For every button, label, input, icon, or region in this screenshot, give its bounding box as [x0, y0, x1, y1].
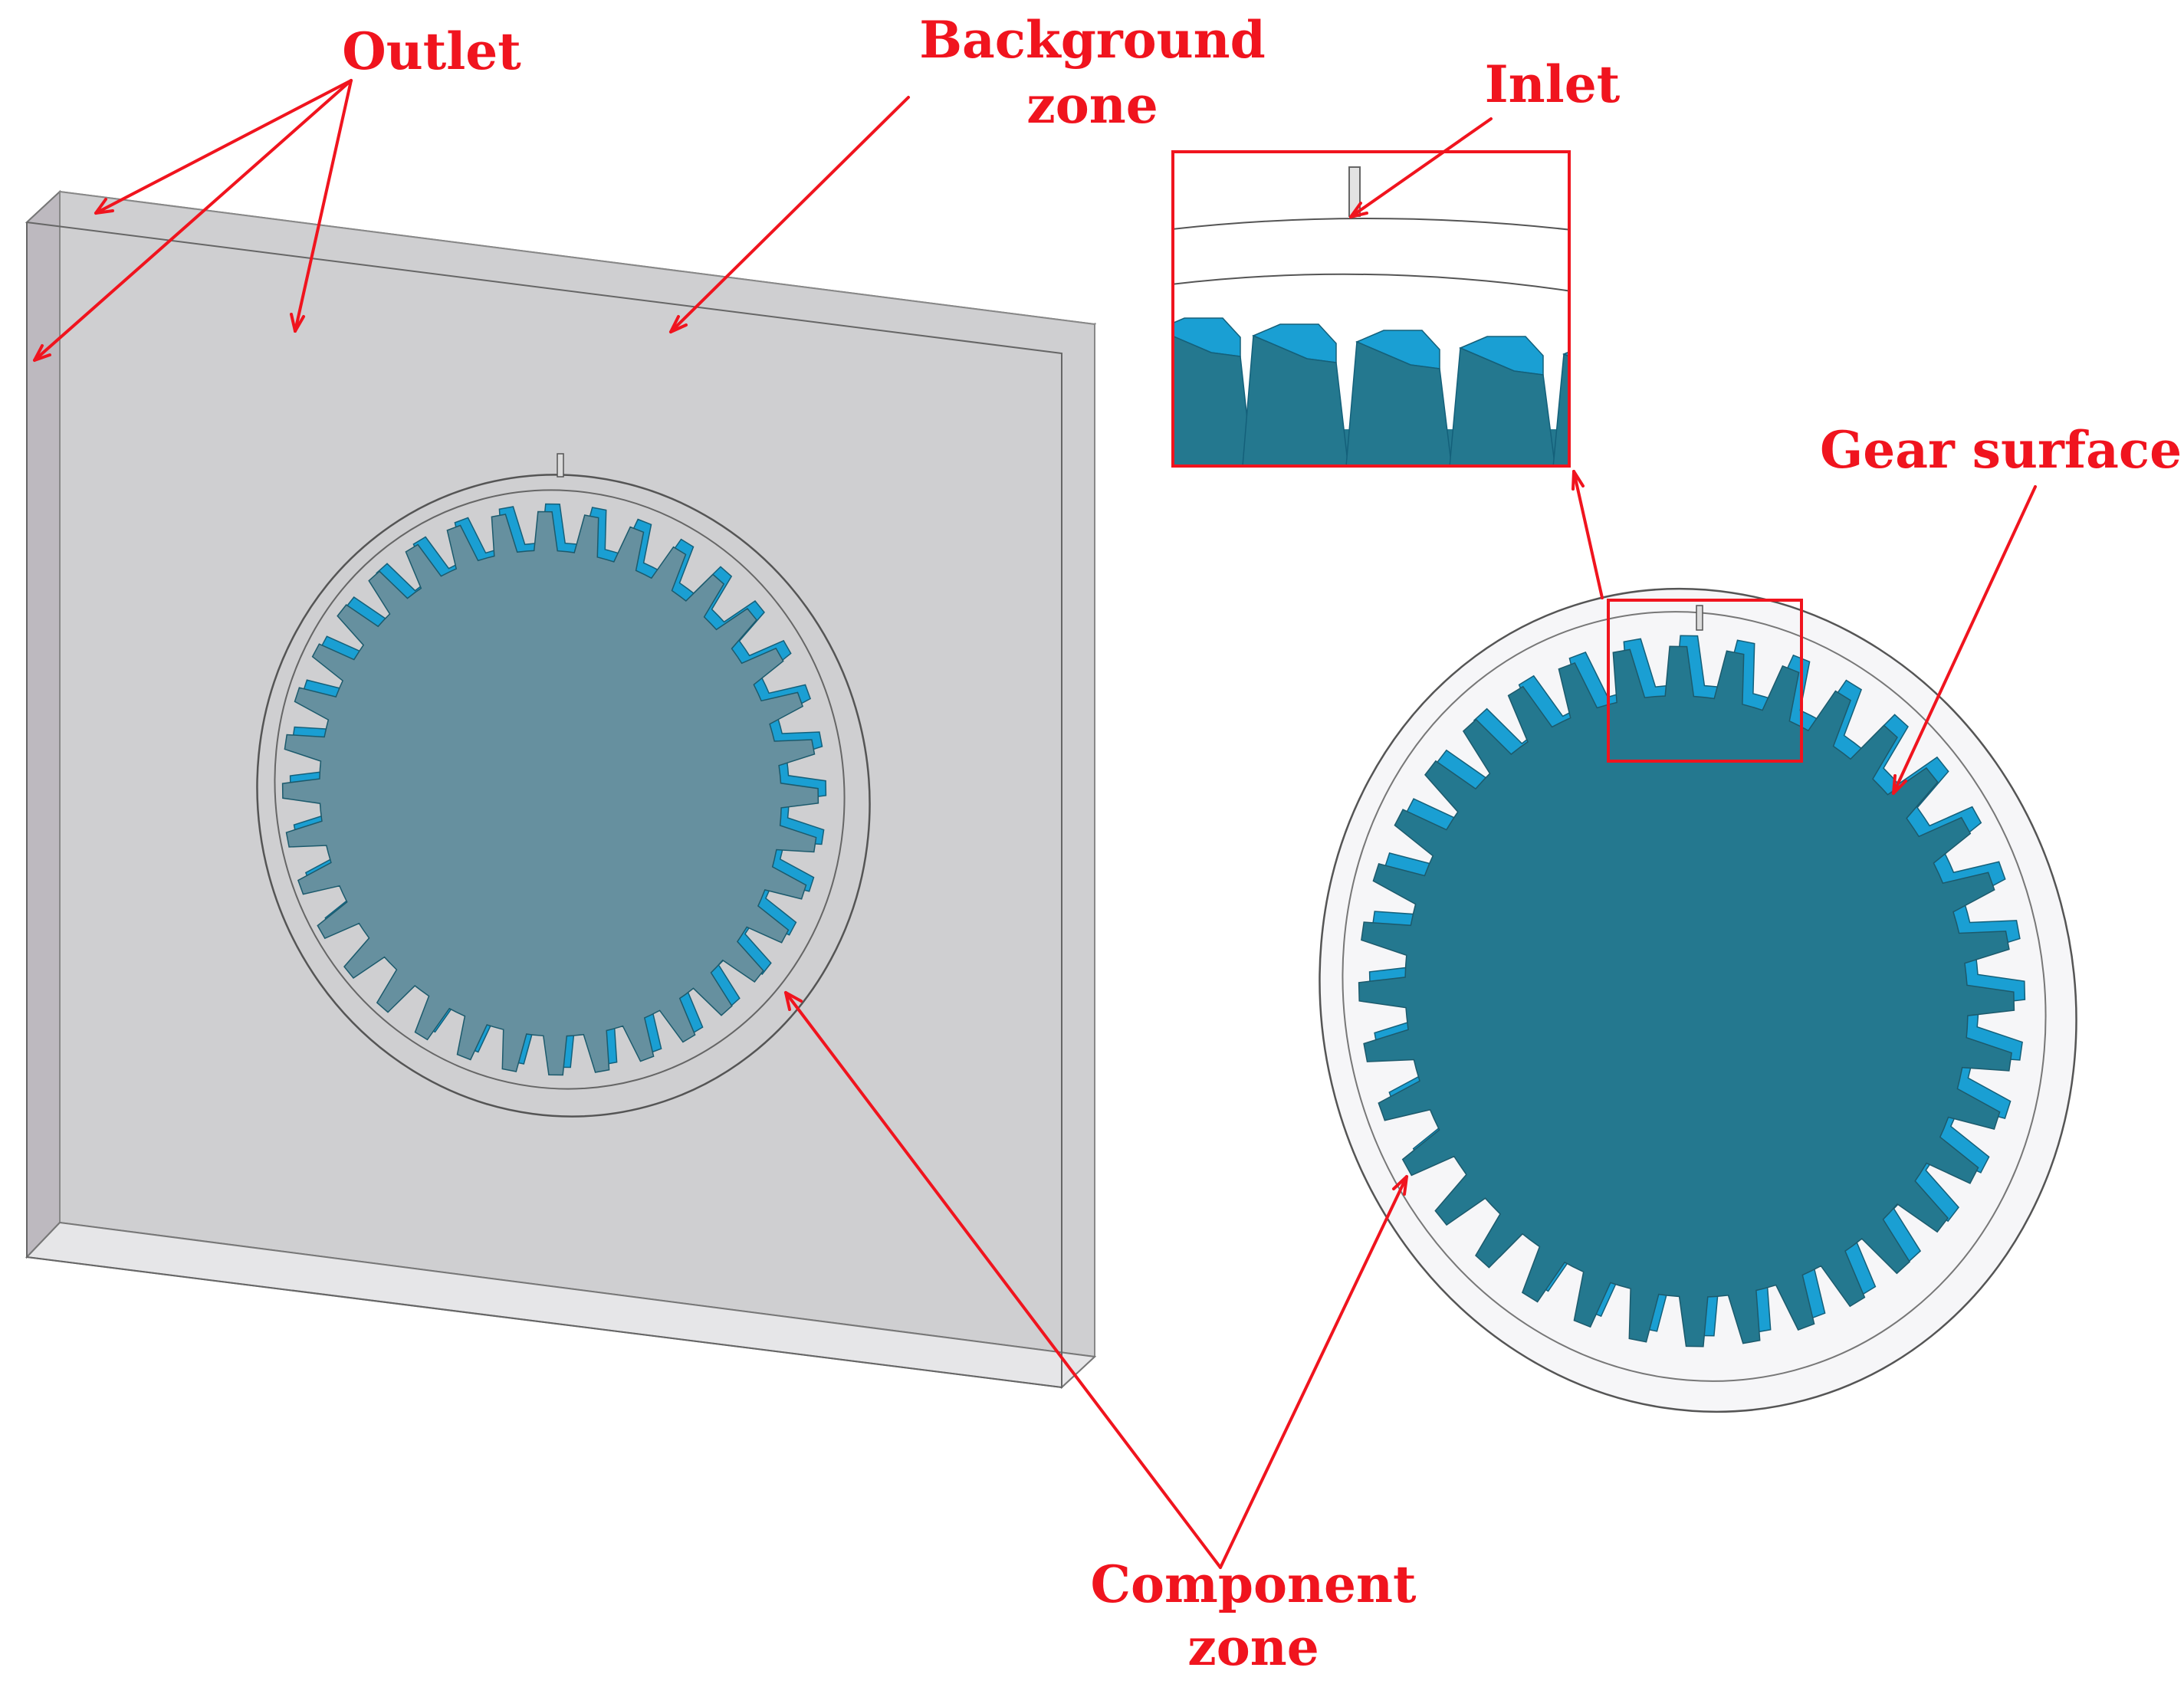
background-zone-label-line2: zone — [1026, 75, 1158, 135]
component-zone-left — [256, 453, 871, 1118]
gear-surface-label: Gear surface — [1820, 420, 2182, 480]
gear-face — [1358, 645, 2015, 1348]
component-zone-label-line2: zone — [1187, 1617, 1319, 1677]
component-zone-right — [1319, 587, 2077, 1413]
gear-tooth-face-zoomed — [1552, 353, 1569, 466]
gear-teeth-zoomed — [1173, 317, 1569, 466]
component-zone-label-line1: Component — [1090, 1554, 1417, 1614]
gear-surface-arrow — [1892, 485, 2037, 795]
inlet-pipe-left — [557, 453, 564, 478]
zoom-source-box — [1607, 599, 1803, 763]
annotation-labels: Outlet Background zone Inlet Gear surfac… — [342, 10, 2182, 1677]
outlet-arrow-1 — [94, 79, 353, 215]
gear-face — [281, 510, 819, 1076]
gear-tooth-face-zoomed — [1242, 334, 1349, 466]
gear-left — [281, 503, 827, 1076]
outlet-label: Outlet — [342, 21, 521, 81]
gear-right — [1358, 635, 2026, 1348]
inlet-zoom-inset — [1171, 150, 1571, 468]
gear-tooth-face-zoomed — [1345, 340, 1453, 466]
zoom-connector-arrow — [1571, 470, 1604, 599]
annotation-arrows — [33, 79, 2037, 1569]
inset-frame — [1171, 150, 1571, 468]
inlet-label: Inlet — [1485, 54, 1621, 114]
background-zone-label-line1: Background — [919, 10, 1266, 70]
component-zone-arrows — [784, 991, 1408, 1569]
gear-tooth-face-zoomed — [1173, 335, 1253, 466]
outlet-arrow-3 — [33, 79, 353, 362]
background-zone-arrow — [669, 96, 910, 333]
component-ring-left — [256, 474, 871, 1118]
outlet-arrows — [33, 79, 353, 362]
gear-tooth-face-zoomed — [1449, 346, 1556, 466]
inlet-arrow — [1349, 117, 1493, 218]
inlet-pipe-right — [1696, 605, 1703, 631]
gear-tooth-top-zoomed — [1562, 351, 1569, 357]
outlet-arrow-2 — [294, 79, 353, 333]
